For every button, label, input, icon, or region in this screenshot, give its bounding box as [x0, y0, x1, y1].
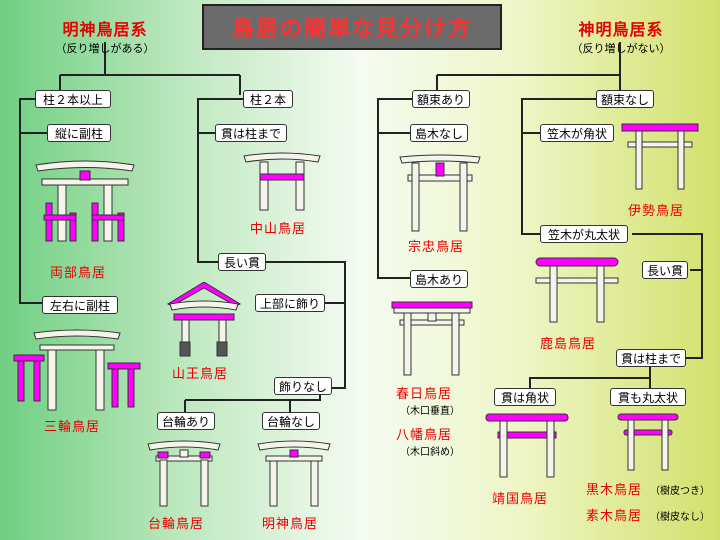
- node-nuki-round: 貫も丸太状: [610, 388, 686, 406]
- note-hachiman: （木口斜め）: [400, 447, 460, 458]
- node-daiwa-no: 台輪なし: [262, 412, 320, 430]
- label-myojin: 明神鳥居: [262, 517, 319, 532]
- label-kasuga: 春日鳥居: [396, 387, 453, 402]
- label-miwa: 三輪鳥居: [44, 420, 101, 435]
- right-system-header: 神明鳥居系 （反り増しがない）: [556, 16, 686, 56]
- miwa-torii-illustration: [13, 329, 141, 411]
- node-pillars-2-left: 柱２本: [243, 90, 293, 108]
- node-vertical-sub: 縦に副柱: [47, 124, 111, 142]
- label-hachiman: 八幡鳥居: [396, 428, 453, 443]
- node-pillars-2plus: 柱２本以上: [35, 90, 111, 108]
- yasukuni-torii-illustration: [485, 413, 569, 478]
- node-gakuzuka-no: 額束なし: [596, 90, 654, 108]
- node-nuki-long-right: 長い貫: [642, 261, 688, 279]
- nakayama-torii-illustration: [243, 152, 321, 211]
- node-nuki-square: 貫は角状: [494, 388, 556, 406]
- daiwa-torii-illustration: [147, 440, 221, 507]
- left-system-name: 明神鳥居系: [62, 20, 148, 39]
- label-kuroki: 黒木鳥居: [586, 483, 643, 498]
- sanno-torii-illustration: [166, 282, 242, 357]
- label-shiraki: 素木鳥居: [586, 509, 643, 524]
- label-daiwa: 台輪鳥居: [148, 517, 205, 532]
- node-nuki-long-left: 長い貫: [218, 253, 266, 271]
- kasuga-torii-illustration: [391, 301, 473, 376]
- label-sochu: 宗忠鳥居: [408, 240, 465, 255]
- node-top-deco: 上部に飾り: [255, 294, 325, 312]
- node-lr-sub: 左右に副柱: [42, 296, 118, 314]
- kashima-torii-illustration: [535, 257, 619, 323]
- right-system-note: （反り増しがない）: [571, 42, 671, 55]
- node-nuki-thru-left: 貫は柱まで: [215, 124, 287, 142]
- ise-torii-illustration: [621, 123, 699, 190]
- label-sanno: 山王鳥居: [172, 367, 229, 382]
- note-shiraki: （樹皮なし）: [650, 512, 710, 523]
- kuroki-torii-illustration: [617, 413, 679, 471]
- label-kashima: 鹿島鳥居: [540, 337, 597, 352]
- label-ryobu: 両部鳥居: [50, 266, 107, 281]
- diagram-title: 鳥居の簡単な見分け方: [202, 4, 502, 50]
- ryobu-torii-illustration: [35, 160, 135, 242]
- node-daiwa-yes: 台輪あり: [157, 412, 215, 430]
- node-no-deco: 飾りなし: [274, 377, 332, 395]
- node-kasagi-square: 笠木が角状: [540, 124, 614, 142]
- label-yasukuni: 靖国鳥居: [492, 492, 549, 507]
- label-ise: 伊勢鳥居: [628, 204, 685, 219]
- node-shimaki-yes: 島木あり: [410, 270, 468, 288]
- right-system-name: 神明鳥居系: [578, 20, 664, 39]
- left-system-note: （反り増しがある）: [55, 42, 155, 55]
- node-gakuzuka-yes: 額束あり: [412, 90, 470, 108]
- node-kasagi-round: 笠木が丸太状: [540, 225, 628, 243]
- node-shimaki-no: 島木なし: [410, 124, 468, 142]
- note-kuroki: （樹皮つき）: [650, 486, 710, 497]
- node-nuki-thru-right: 貫は柱まで: [616, 349, 686, 367]
- sochu-torii-illustration: [399, 154, 481, 232]
- myojin-torii-illustration: [257, 440, 331, 507]
- left-system-header: 明神鳥居系 （反り増しがある）: [44, 16, 166, 56]
- note-kasuga: （木口垂直）: [400, 406, 460, 417]
- label-nakayama: 中山鳥居: [250, 222, 307, 237]
